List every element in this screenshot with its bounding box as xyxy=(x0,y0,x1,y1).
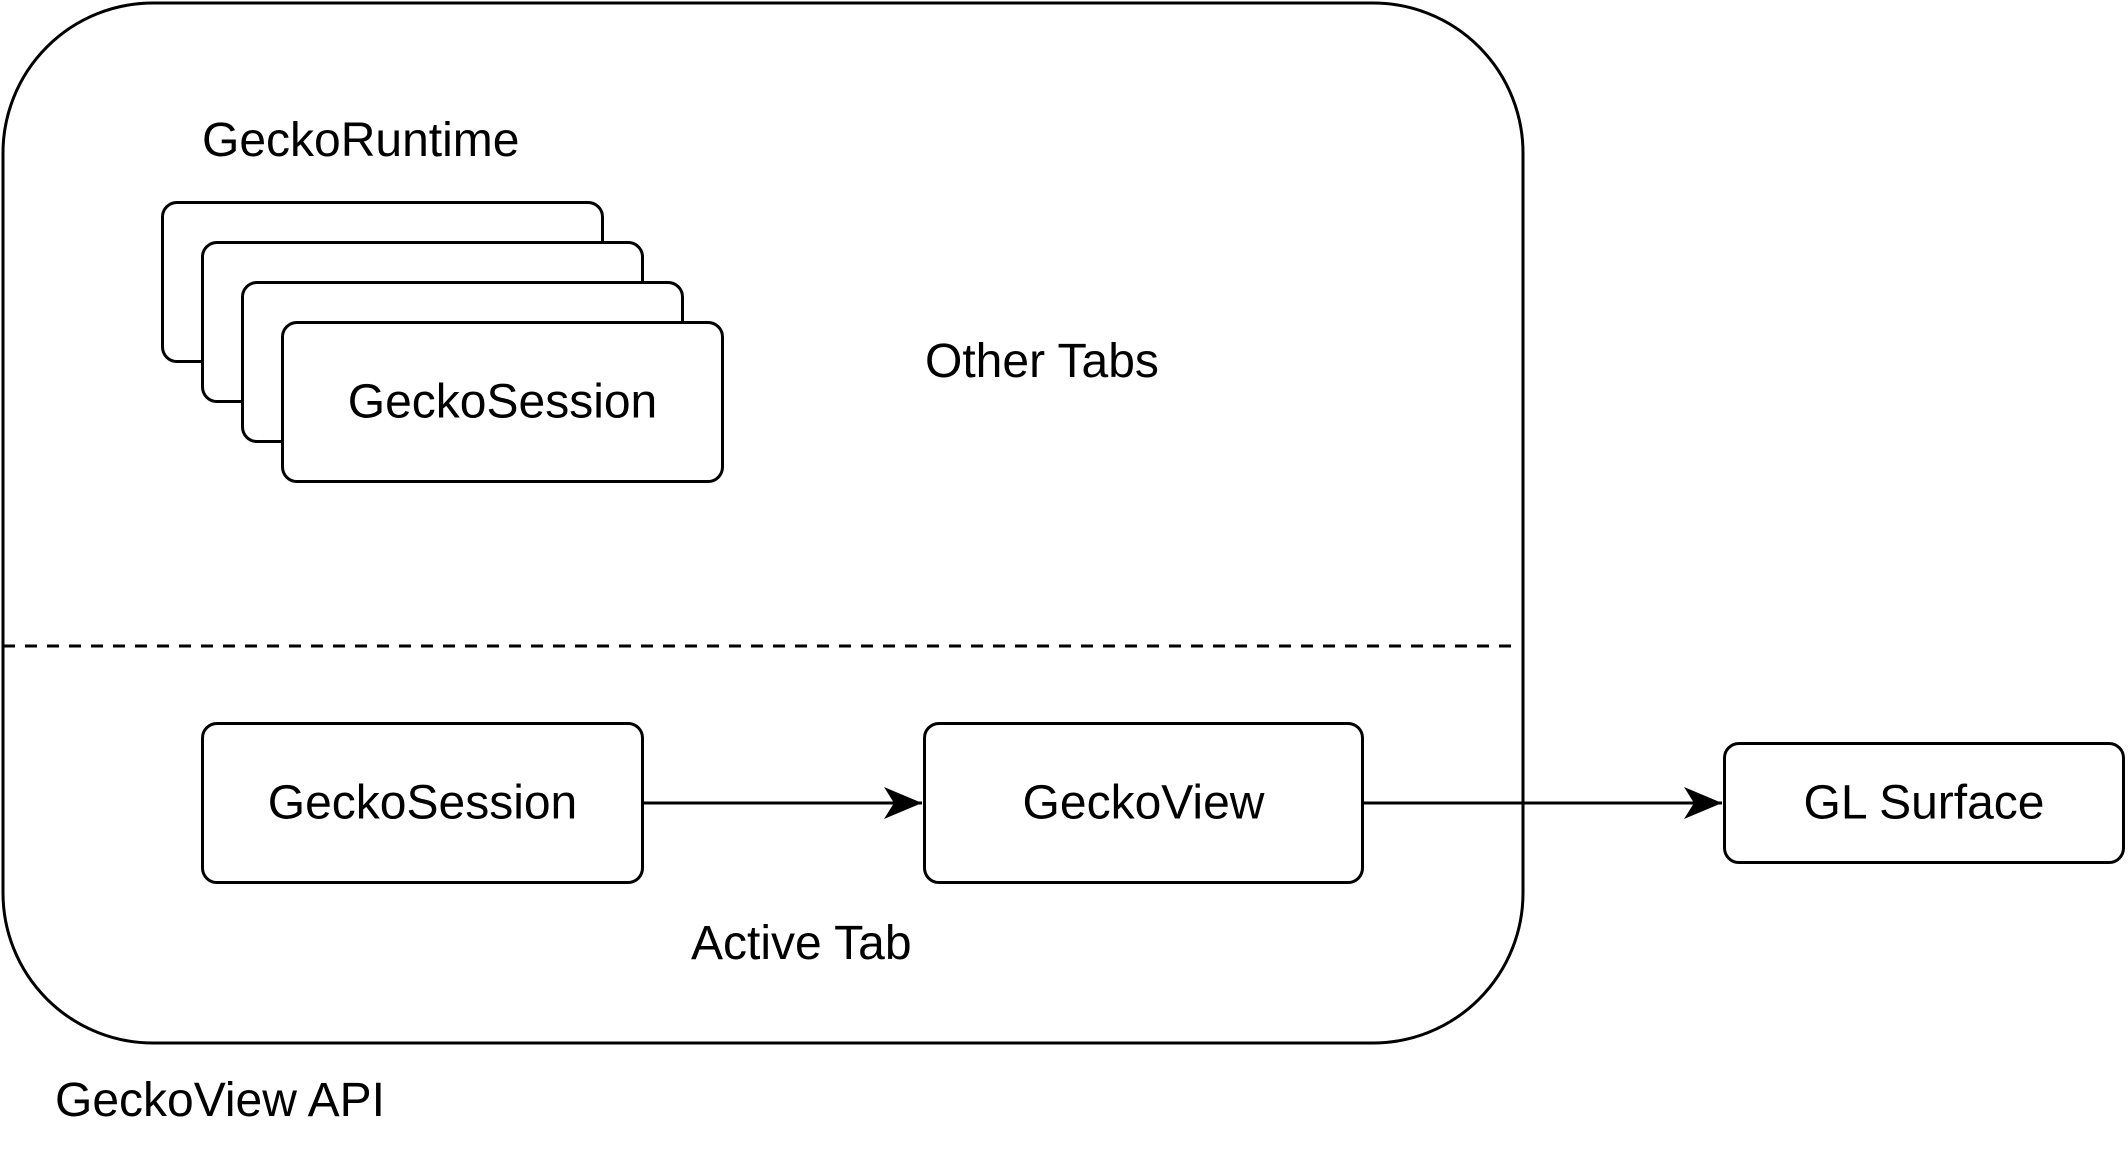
gecko-view-label: GeckoView xyxy=(1022,776,1265,830)
geckoview-api-label: GeckoView API xyxy=(55,1074,385,1127)
gecko-view-box: GeckoView xyxy=(923,722,1364,884)
gl-surface-label: GL Surface xyxy=(1803,776,2045,830)
active-tab-session-label: GeckoSession xyxy=(267,776,578,830)
other-tab-session-label: GeckoSession xyxy=(347,375,658,429)
gl-surface-box: GL Surface xyxy=(1723,742,2125,864)
geckoview-api-container xyxy=(1,1,1525,1045)
gecko-runtime-label: GeckoRuntime xyxy=(202,114,520,167)
active-tab-label: Active Tab xyxy=(691,917,912,970)
other-tabs-label: Other Tabs xyxy=(925,335,1159,388)
active-tab-session-box: GeckoSession xyxy=(201,722,644,884)
other-tab-session-box: GeckoSession xyxy=(281,321,724,483)
